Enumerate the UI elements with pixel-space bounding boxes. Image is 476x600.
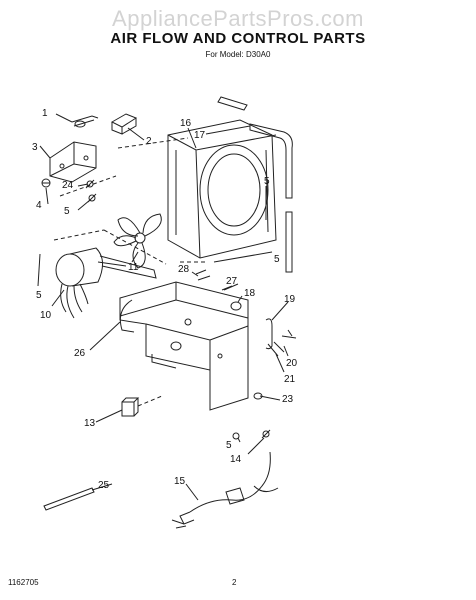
part-fan-motor — [55, 247, 127, 319]
watermark: AppliancePartsPros.com — [112, 6, 364, 31]
callout-28: 28 — [178, 264, 190, 275]
callout-15: 15 — [174, 476, 186, 487]
part-power-cord — [171, 451, 279, 529]
callout-11: 11 — [128, 262, 139, 273]
part-wire-tie — [43, 487, 95, 511]
callout-3: 3 — [32, 142, 38, 153]
callout-23: 23 — [282, 394, 294, 405]
part-control-box — [119, 281, 249, 411]
page-number: 2 — [232, 578, 237, 587]
callout-26: 26 — [74, 348, 86, 359]
callout-5-right: 5 — [274, 254, 280, 265]
callout-24: 24 — [62, 180, 74, 191]
part-fan-shroud — [167, 119, 277, 259]
callout-16: 16 — [180, 118, 192, 129]
part-control-bracket — [49, 141, 97, 183]
callout-5-shroud: 5 — [264, 176, 270, 187]
model-subtitle: For Model: D30A0 — [205, 50, 271, 59]
callout-5-bottom: 5 — [226, 440, 232, 451]
callout-13: 13 — [84, 418, 96, 429]
callout-5-motor: 5 — [36, 290, 42, 301]
callout-4: 4 — [36, 200, 42, 211]
callout-21: 21 — [284, 374, 296, 385]
callout-25: 25 — [98, 480, 110, 491]
doc-number: 1162705 — [8, 578, 39, 587]
callout-27: 27 — [226, 276, 238, 287]
part-screws-bottom — [232, 429, 271, 440]
callout-20: 20 — [286, 358, 298, 369]
callout-19: 19 — [284, 294, 296, 305]
part-fan-blade — [113, 213, 162, 269]
callout-5-left: 5 — [64, 206, 70, 217]
part-hardware-small — [195, 269, 242, 311]
part-wire-connector — [71, 115, 99, 128]
callout-2: 2 — [146, 136, 152, 147]
page-title: AIR FLOW AND CONTROL PARTS — [110, 30, 366, 47]
callout-18: 18 — [244, 288, 256, 299]
part-switch — [110, 113, 138, 135]
callout-17: 17 — [194, 130, 206, 141]
callout-14: 14 — [230, 454, 242, 465]
part-seal-strips — [217, 96, 293, 273]
callout-10: 10 — [40, 310, 52, 321]
callout-1: 1 — [42, 108, 48, 119]
part-capacitor — [121, 397, 140, 417]
